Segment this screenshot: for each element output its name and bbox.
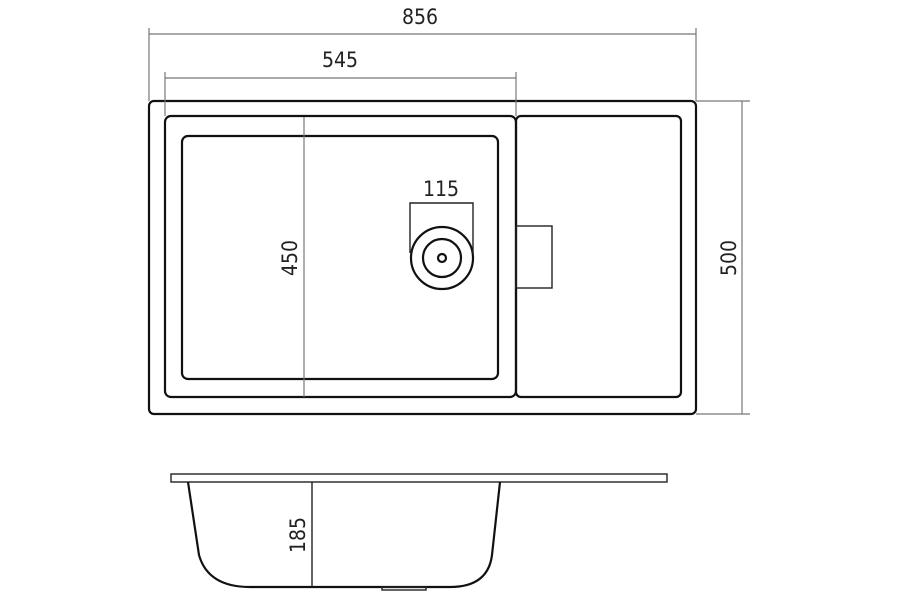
drain-middle-circle bbox=[421, 237, 463, 279]
drain-outer-circle bbox=[409, 225, 475, 291]
overall-depth-label: 500 bbox=[717, 240, 741, 276]
bowl-inner-outline bbox=[180, 134, 500, 381]
bowl-depth-label: 450 bbox=[278, 240, 302, 276]
drain-outlet bbox=[381, 586, 427, 591]
bowl-height-label: 185 bbox=[286, 517, 310, 553]
drain-diameter-label: 115 bbox=[423, 177, 459, 201]
bowl-profile bbox=[186, 481, 502, 589]
side-view: 185 bbox=[170, 473, 668, 591]
top-view: 115 450 856 545 500 bbox=[147, 5, 750, 416]
drain-dimension-line bbox=[409, 202, 474, 253]
bowl-section-width-label: 545 bbox=[322, 48, 358, 72]
bowl-rim-outline bbox=[163, 114, 518, 399]
sink-outer-outline bbox=[147, 99, 698, 416]
drainboard-outline bbox=[514, 114, 683, 399]
drain-center-circle bbox=[436, 252, 448, 264]
overflow-outline bbox=[515, 225, 553, 289]
overall-width-label: 856 bbox=[402, 5, 438, 29]
countertop-rim bbox=[170, 473, 668, 483]
